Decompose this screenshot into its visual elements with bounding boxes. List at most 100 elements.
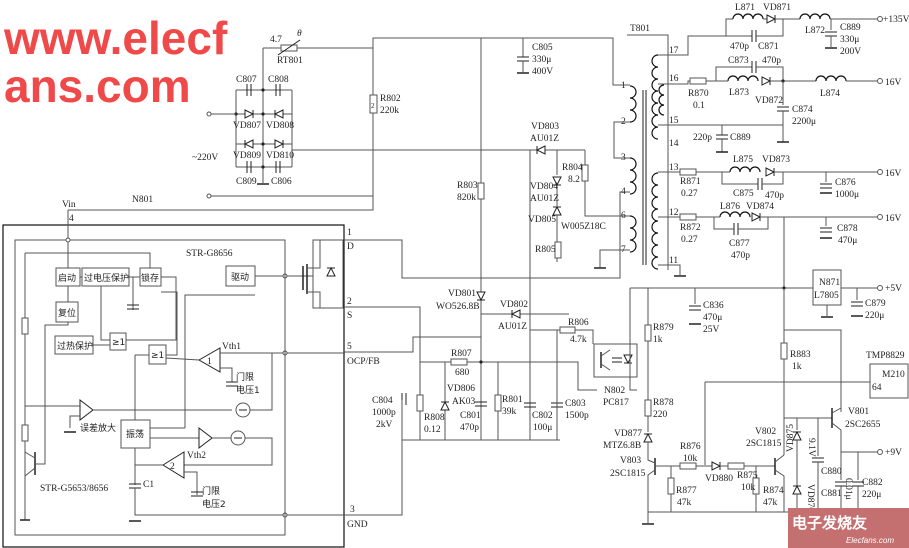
vd804-type: AU01Z: [530, 194, 559, 204]
c804-voltage: 2kV: [376, 420, 393, 430]
v801-label: V801: [848, 407, 869, 417]
output-16v-3-terminal[interactable]: [877, 214, 883, 220]
vd805-label: VD805: [528, 215, 556, 225]
block-ovp-label: 过电压保护: [84, 272, 129, 284]
c880-label: C880: [821, 467, 842, 477]
r807-resistor: [450, 358, 468, 366]
output-16v-1-terminal[interactable]: [877, 78, 883, 84]
t801-pin-17: 17: [669, 46, 679, 56]
r806-label: R806: [568, 318, 589, 328]
ic-name-label: N801: [132, 195, 153, 205]
t801-label: T801: [630, 24, 650, 34]
c889b-label: C889: [730, 133, 751, 143]
output-135v-terminal[interactable]: [877, 16, 883, 22]
output-16v-2-terminal[interactable]: [877, 169, 883, 175]
l871-label: L871: [735, 3, 755, 13]
r872-resistor: [679, 213, 697, 221]
r876-label: R876: [680, 442, 701, 452]
n871-label: N871: [819, 278, 840, 288]
vd801-type: WO526.8B: [436, 302, 480, 312]
oscillator-label: 振荡: [126, 428, 144, 440]
r876-value: 10k: [683, 454, 698, 464]
r806-value: 4.7k: [570, 335, 587, 345]
c806-label: C806: [271, 177, 292, 187]
t801-pin-1: 1: [621, 81, 626, 91]
t801-pin-6: 6: [621, 211, 626, 221]
transistor-v803: [647, 458, 680, 512]
c881-label: C881: [821, 489, 842, 499]
v801-type: 2SC2655: [845, 420, 881, 430]
or-gate-1-label: ≥1: [112, 338, 125, 348]
c875-value: 470p: [765, 191, 784, 201]
vd807-label: VD807: [233, 121, 261, 131]
v802-label: V802: [755, 427, 776, 437]
n802-label: N802: [604, 386, 625, 396]
r802-label: R802: [380, 94, 401, 104]
vd877-label: VD877: [614, 429, 642, 439]
output-9v-terminal[interactable]: [877, 449, 883, 455]
vd873-label: VD873: [762, 155, 790, 165]
c803-value: 1500p: [565, 411, 589, 421]
pin-s-label: S: [347, 311, 352, 321]
secondary-outputs: L871 VD871 L872 C889 330μ 200V +135V 470…: [658, 3, 909, 288]
pin2-label: 2: [347, 297, 352, 307]
c881-value: 0.01μ: [843, 478, 853, 500]
n871-type: L7805: [814, 291, 839, 301]
r871-label: R871: [680, 177, 701, 187]
chip-inner-label: STR-G8656: [186, 249, 233, 259]
c878-label: C878: [837, 224, 858, 234]
c802-label: C802: [532, 411, 553, 421]
threshold2-label-a: 门限: [202, 485, 220, 497]
block-reset: [55, 301, 79, 323]
watermark-text: www.elecfans.com: [4, 12, 228, 113]
c808-label: C808: [268, 75, 289, 85]
mcu-signal-label: M210: [882, 370, 905, 380]
pin-d-label: D: [347, 242, 354, 252]
c889-voltage: 200V: [840, 47, 861, 57]
vd810-label: VD810: [266, 151, 294, 161]
tmp8829-mcu: [869, 363, 909, 399]
mcu-pin-label: 64: [872, 383, 882, 393]
block-oscillator: [120, 419, 151, 449]
ac-input-terminal-2: [206, 193, 212, 199]
c874-label: C874: [792, 105, 813, 115]
l875-label: L875: [733, 155, 753, 165]
logo-cn-text: 电子发烧友: [792, 514, 867, 532]
l874-label: L874: [820, 89, 840, 99]
mcu-label: TMP8829: [866, 351, 905, 361]
vd802-label: VD802: [500, 300, 528, 310]
output-5v-terminal[interactable]: [877, 285, 883, 291]
t801-pin-15: 15: [669, 116, 679, 126]
r875-resistor: [727, 462, 745, 470]
r883-label: R883: [790, 350, 811, 360]
c1-label: C1: [143, 480, 154, 490]
rt801-value: 4.7: [270, 35, 282, 45]
output-16v-2-label: 16V: [885, 169, 902, 179]
theta-label: θ: [297, 29, 302, 39]
c871-value: 470p: [730, 42, 749, 52]
threshold1-label-b: 电压1: [236, 384, 260, 396]
c801-value: 470p: [460, 423, 479, 433]
r802-value: 220k: [380, 106, 399, 116]
r878-resistor: [644, 399, 652, 417]
t801-pin-11: 11: [669, 256, 678, 266]
pin4-label: 4: [69, 214, 74, 224]
r808-label: R808: [424, 413, 445, 423]
vd802-type: AU01Z: [498, 322, 527, 332]
r808-value: 0.12: [424, 425, 441, 435]
c882-label: C882: [862, 478, 883, 488]
c802-value: 100μ: [533, 423, 552, 433]
t801-pin-7: 7: [621, 245, 626, 255]
c807-label: C807: [236, 75, 257, 85]
t801-pin-3: 3: [621, 153, 626, 163]
output-16v-1-label: 16V: [885, 78, 902, 88]
c836-value: 470μ: [703, 313, 722, 323]
t801-pin-4: 4: [621, 187, 626, 197]
r883-value: 1k: [792, 362, 802, 372]
vd803-type: AU01Z: [530, 134, 559, 144]
r878-label: R878: [653, 398, 674, 408]
r870-resistor: [689, 77, 707, 85]
r808-resistor: [416, 394, 424, 412]
pin-gnd-label: GND: [347, 520, 368, 530]
c876-label: C876: [835, 178, 856, 188]
